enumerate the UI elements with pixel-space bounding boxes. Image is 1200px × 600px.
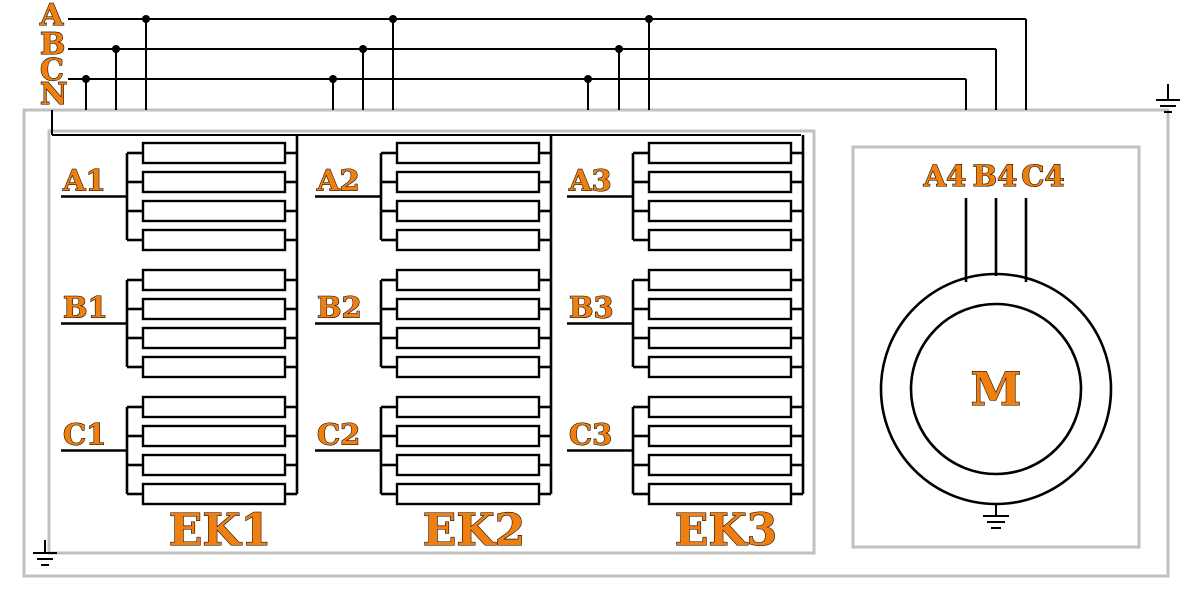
- heating-element-icon: [647, 424, 793, 448]
- heating-element-icon: [141, 453, 287, 477]
- heating-element-icon: [395, 228, 541, 252]
- junction-dot: [82, 75, 90, 83]
- bus-labels: A B C N: [38, 0, 68, 113]
- heating-element-icon: [395, 326, 541, 350]
- junction-dot: [645, 15, 653, 23]
- heating-element-icon: [647, 268, 793, 292]
- heating-element-icon: [647, 482, 793, 506]
- heating-element-icon: [141, 170, 287, 194]
- bus-lines: [51, 15, 1027, 136]
- heating-element-icon: [647, 228, 793, 252]
- heating-element-icon: [395, 297, 541, 321]
- group-label-a2: A2: [316, 164, 360, 198]
- heating-element-icon: [647, 297, 793, 321]
- group-label-b1: B1: [63, 291, 108, 325]
- group-label-c1: C1: [63, 418, 106, 452]
- group-label-b3: B3: [569, 291, 614, 325]
- motor-enclosure: [851, 145, 1141, 549]
- motor-symbol: M: [971, 362, 1022, 416]
- heater-enclosure: [47, 129, 816, 555]
- heating-element-icon: [141, 355, 287, 379]
- terminal-label-b4: B4: [973, 159, 1018, 193]
- heating-element-icon: [395, 482, 541, 506]
- heating-element-icon: [141, 482, 287, 506]
- bank-label-ek2: EK2: [423, 505, 525, 556]
- bus-label-a: A: [39, 0, 64, 33]
- junction-dot: [584, 75, 592, 83]
- bank-label-ek3: EK3: [675, 505, 777, 556]
- heating-element-icon: [647, 355, 793, 379]
- junction-dot: [329, 75, 337, 83]
- heating-element-icon: [141, 395, 287, 419]
- junction-dot: [615, 45, 623, 53]
- heating-element-icon: [647, 141, 793, 165]
- heating-element-icon: [647, 199, 793, 223]
- heating-element-icon: [141, 424, 287, 448]
- outer-enclosure: [22, 108, 1170, 578]
- heating-element-icon: [395, 424, 541, 448]
- ground-icon: [1156, 84, 1180, 113]
- heating-element-icon: [141, 228, 287, 252]
- heating-element-icon: [647, 326, 793, 350]
- bus-label-n: N: [40, 77, 67, 112]
- heating-element-icon: [395, 355, 541, 379]
- ground-icon: [983, 504, 1009, 529]
- heating-element-icon: [141, 268, 287, 292]
- heating-element-icon: [141, 326, 287, 350]
- heating-element-icon: [141, 297, 287, 321]
- heating-element-icon: [647, 395, 793, 419]
- heating-element-icon: [395, 141, 541, 165]
- bus-label-c: C: [40, 53, 64, 88]
- heating-element-icon: [647, 170, 793, 194]
- heating-element-icon: [141, 141, 287, 165]
- junction-dot: [359, 45, 367, 53]
- terminal-label-c4: C4: [1021, 159, 1064, 193]
- heating-element-icon: [395, 395, 541, 419]
- heating-element-icon: [395, 453, 541, 477]
- motor-rotor: [909, 302, 1083, 476]
- heating-element-icon: [395, 170, 541, 194]
- motor-group: M A4 B4 C4: [879, 158, 1113, 506]
- junction-dot: [142, 15, 150, 23]
- bus-label-b: B: [40, 27, 65, 62]
- heating-element-icon: [395, 268, 541, 292]
- heating-element-icon: [647, 453, 793, 477]
- junction-dot: [389, 15, 397, 23]
- group-label-b2: B2: [317, 291, 362, 325]
- group-label-a3: A3: [568, 164, 612, 198]
- terminal-label-a4: A4: [923, 159, 967, 193]
- heating-element-icon: [395, 199, 541, 223]
- heating-element-icon: [141, 199, 287, 223]
- junction-dot: [112, 45, 120, 53]
- group-label-c2: C2: [317, 418, 360, 452]
- group-label-a1: A1: [62, 164, 106, 198]
- bank-label-ek1: EK1: [169, 505, 271, 556]
- ground-icon: [33, 540, 57, 566]
- group-label-c3: C3: [569, 418, 612, 452]
